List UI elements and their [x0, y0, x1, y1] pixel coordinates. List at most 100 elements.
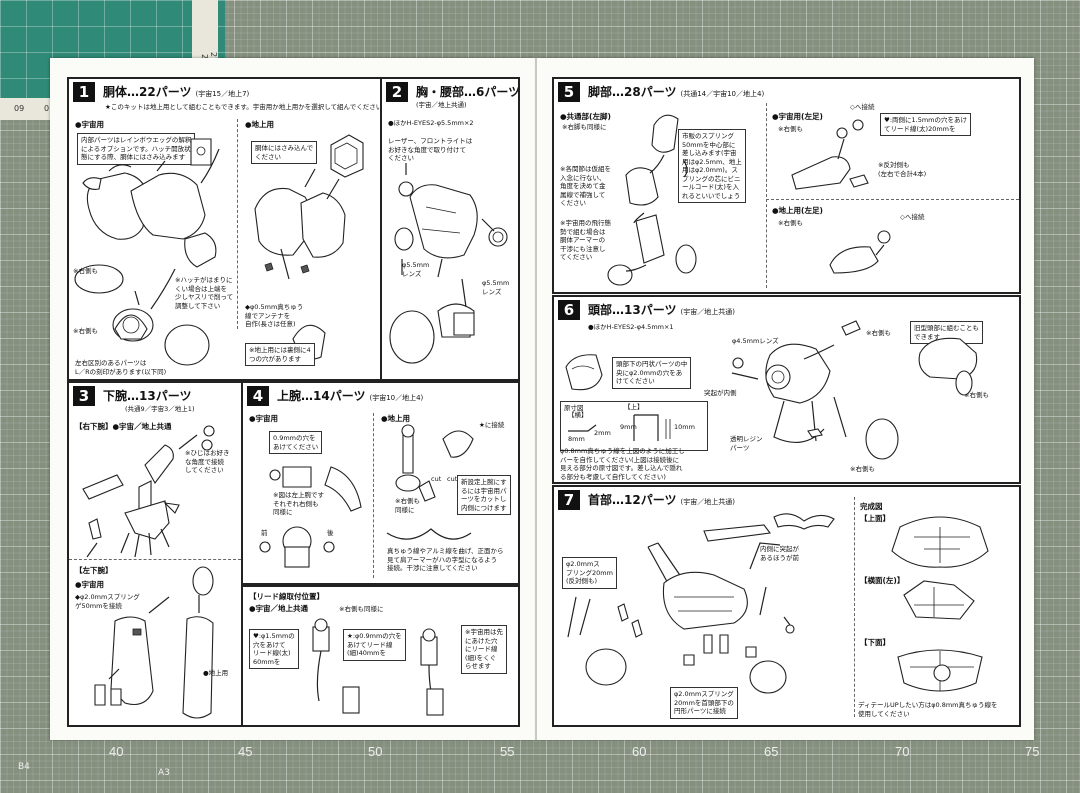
step-5-panel: 5 脚部…28パーツ(共通14／宇宙10／地上4) ●共通部(左脚) ※右脚も同…: [552, 77, 1021, 294]
section-ground-foot: ●地上用(左足): [772, 206, 823, 215]
section-ground: ●地上用: [245, 120, 275, 129]
label-side: 【横】: [568, 411, 588, 419]
step-number: 7: [558, 490, 580, 510]
note-hatch: ※ハッチがはまりにくい場合は上端を少しヤスリで削って調整して下さい: [175, 276, 234, 310]
note-detail-up: ディテールUPしたい方はφ0.8mm真ちゅう線を使用してください: [858, 701, 998, 718]
note-joints: ※各関節は仮組を入念に行ない、角度を決めて金属線で補強してください: [560, 165, 611, 207]
note-antenna: ◆φ0.5mm真ちゅう線でアンテナを自作(長さは任意): [245, 303, 304, 328]
step-7-panel: 7 首部…12パーツ(宇宙／地上共通) φ2.0mmスプリング20mm(反対側も…: [552, 485, 1021, 727]
note-brass-bar: φ0.8mm真ちゅう線を上図のように加工しバーを自作してください(上図は接続後に…: [560, 447, 685, 481]
ruler-number: 0: [44, 104, 50, 113]
section-space: ●宇宙用: [75, 580, 105, 589]
section-space-foot: ●宇宙用(左足): [772, 112, 823, 121]
note-laser: レーザー、フロントライトはお好きな角度で取り付けてください: [388, 137, 473, 162]
mat-scale-number: 45: [238, 744, 253, 759]
note-reverse: ※反対側も(左右で合計4本): [878, 161, 927, 178]
note-right-side: ※右側も: [850, 465, 875, 473]
neck-illustration: [567, 513, 835, 694]
note-box: ♥:φ1.5mmの穴をあけてリード線(太)60mmを: [249, 629, 299, 669]
note-box: 新設定上腕にするには宇宙用パーツをカットし内側につけます: [457, 475, 511, 515]
note-right-side: ※右側も: [964, 391, 989, 399]
mat-scale-number: 50: [368, 744, 383, 759]
section-left-arm: 【左下腕】: [75, 566, 113, 575]
note-projection: 内側に突起があるほうが前: [760, 545, 799, 562]
label-ground: ●地上用: [203, 669, 229, 677]
extra-parts: ●ほかH-EYES2-φ5.5mm×2: [388, 119, 474, 127]
step-number: 1: [73, 82, 95, 102]
torso-parts-illustration: [74, 134, 364, 366]
section-ground: ●地上用: [381, 414, 411, 423]
mat-scale-number: 70: [895, 744, 910, 759]
leg-illustration: [607, 114, 697, 286]
note-right-side: ※右側も同様に: [339, 605, 384, 613]
mat-scale-number: 60: [632, 744, 647, 759]
lead-wire-panel: 【リード線取付位置】 ●宇宙／地上共通 ※右側も同様に ♥:φ1.5mmの穴をあ…: [241, 585, 520, 727]
lead-common: ●宇宙／地上共通: [249, 604, 309, 613]
label-complete: 完成図: [860, 502, 883, 511]
lead-title: 【リード線取付位置】: [249, 592, 324, 601]
label-top: 【上】: [624, 403, 644, 411]
divider: [373, 413, 374, 578]
lens-label: φ4.5mmレンズ: [732, 337, 779, 345]
step-2-panel: 2 胸・腰部…6パーツ (宇宙／地上共通) ●ほかH-EYES2-φ5.5mm×…: [380, 77, 520, 381]
forearm-illustration: [82, 425, 215, 558]
divider: [69, 559, 241, 560]
note-spring: ◆φ2.0mmスプリングゲ50mmを接続: [75, 593, 140, 610]
mat-corner-label: A3: [158, 768, 170, 778]
section-space: ●宇宙用: [75, 120, 105, 129]
upper-arm-illustration: [259, 424, 474, 568]
note-right-side: ※右脚も同様に: [562, 123, 607, 131]
step-number: 5: [558, 82, 580, 102]
chest-parts-illustration: [389, 163, 508, 364]
dim-2mm: 2mm: [594, 429, 611, 437]
label-cut: cut: [447, 475, 458, 483]
note-box: φ2.0mmスプリング20mm(反対側も): [562, 557, 617, 589]
label-bottom-view: 【下面】: [860, 638, 890, 647]
mat-scale-number: 65: [764, 744, 779, 759]
divider: [237, 119, 238, 329]
step-4-panel: 4 上腕…14パーツ(宇宙10／地上4) ●宇宙用 ●地上用 0.9mmの穴をあ…: [241, 381, 520, 585]
step-title: 頭部…13パーツ(宇宙／地上共通): [588, 303, 735, 317]
step-number: 2: [386, 82, 408, 102]
label-side-view: 【横面(左)】: [860, 576, 905, 585]
label-connect: ★に接続: [479, 421, 505, 429]
divider: [766, 103, 767, 288]
divider: [766, 199, 1019, 200]
step-title: 胴体…22パーツ(宇宙15／地上7): [103, 85, 250, 99]
head-illustration: [565, 320, 978, 460]
mat-scale-number: 75: [1025, 744, 1040, 759]
note-box: 胴体にはさみ込んでください: [251, 141, 318, 164]
extra-parts: ●ほかH-EYES2-φ4.5mm×1: [588, 323, 674, 331]
note-right-side: ※右側も: [778, 125, 803, 133]
step-number: 3: [73, 386, 95, 406]
note-wire: 真ちゅう線やアルミ線を曲げ、正面から見て肩アーマーがハの字型になるよう接続。干渉…: [387, 547, 504, 572]
note-right-side: ※右側も: [866, 329, 891, 337]
divider: [854, 497, 855, 717]
step-title: 上腕…14パーツ(宇宙10／地上4): [277, 389, 424, 403]
step-6-panel: 6 頭部…13パーツ(宇宙／地上共通) ●ほかH-EYES2-φ4.5mm×1 …: [552, 295, 1021, 484]
step-sub: (共通9／宇宙3／地上1): [125, 405, 195, 413]
horizontal-ruler: 09 0: [0, 98, 60, 120]
dim-10mm: 10mm: [674, 423, 695, 431]
note-elbow: ※ひじはお好きな角度で接続してください: [185, 449, 230, 474]
step-sub: (宇宙／地上共通): [416, 101, 467, 109]
label-connect: ◇へ接続: [850, 103, 875, 111]
note-right-side: ※右側も: [778, 219, 803, 227]
section-common: ●共通部(左脚): [560, 112, 611, 121]
ruler-number: 09: [14, 104, 25, 113]
note-right-side: ※右側も同様に: [395, 497, 420, 514]
step-title: 胸・腰部…6パーツ: [416, 85, 520, 99]
step-number: 4: [247, 386, 269, 406]
label-cut: cut: [431, 475, 442, 483]
lead-wire-illustration: [312, 618, 444, 716]
step-title: 脚部…28パーツ(共通14／宇宙10／地上4): [588, 85, 765, 99]
mat-scale-number: 55: [500, 744, 515, 759]
note-box: 頭部下の円状パーツの中央にφ2.0mmの穴をあけてください: [612, 357, 692, 389]
note-flight: ※宇宙用の飛行態勢で組む場合は胴体アーマーの干渉にも注意してください: [560, 219, 611, 261]
label-clear-parts: 透明レジンパーツ: [730, 435, 763, 452]
